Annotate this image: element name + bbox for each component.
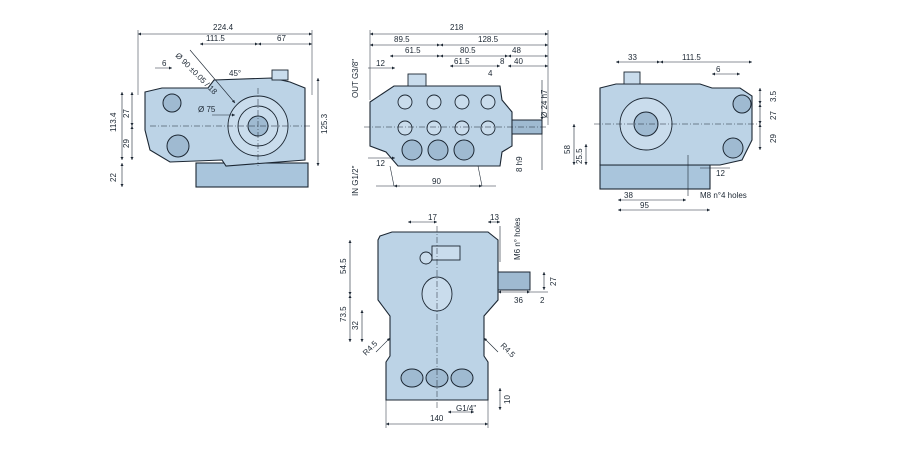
side-bottom-right: 12 (716, 169, 725, 178)
front-width-right: 67 (277, 34, 286, 43)
top-mount-width: 90 (432, 177, 441, 186)
side-h-58: 58 (563, 145, 572, 154)
side-oil-cap (623, 71, 641, 85)
side-right-offset: 6 (716, 65, 721, 74)
bottom-v-10: 10 (503, 395, 512, 404)
top-sub-b: 80.5 (460, 46, 476, 55)
bottom-view: 17 13 M6 n° holes 54.5 73.5 32 R4.5 R4.5… (339, 213, 558, 428)
side-view: 33 111.5 6 3.5 27 29 58 25.5 12 38 95 M8… (563, 53, 778, 212)
side-v-c: 29 (769, 134, 778, 143)
front-base-height: 22 (109, 173, 118, 182)
bottom-top-b: 13 (490, 213, 499, 222)
front-base (195, 162, 309, 188)
front-port-height-a: 27 (122, 109, 131, 118)
top-sub-e: 8 (500, 57, 505, 66)
bottom-h-54-5: 54.5 (339, 258, 348, 274)
bottom-shaft (497, 271, 531, 291)
bottom-plate (431, 245, 461, 261)
bottom-shaft-width: 27 (549, 277, 558, 286)
top-valve-caps (397, 94, 496, 161)
bottom-inlet-ports (400, 368, 474, 388)
top-inlet-label: IN G1/2" (351, 165, 360, 196)
bottom-port: G1/4" (456, 404, 476, 413)
side-right-width: 111.5 (682, 53, 701, 62)
front-shaft-height: 125.3 (320, 113, 329, 134)
side-base (599, 164, 711, 190)
side-top-width: 33 (628, 53, 637, 62)
front-total-height: 113.4 (109, 112, 118, 132)
top-outlet-port (407, 73, 427, 87)
bottom-radius-left: R4.5 (361, 339, 380, 358)
side-b-95: 95 (640, 201, 649, 210)
top-right-part: 128.5 (478, 35, 499, 44)
top-sub-a: 61.5 (405, 46, 421, 55)
front-port-height-b: 29 (122, 139, 131, 148)
top-left-offset: 12 (376, 59, 385, 68)
front-shaft-dia: Ø 75 (198, 105, 216, 114)
front-left-offset: 6 (162, 59, 167, 68)
top-sub-g: 4 (488, 69, 493, 78)
front-view: 224.4 111.5 67 6 Ø 75 45° Ø 90 ±0.05 / 1… (109, 23, 329, 188)
front-overall-width: 224.4 (213, 23, 234, 32)
top-outlet-label: OUT G3/8" (351, 59, 360, 98)
bottom-top-a: 17 (428, 213, 437, 222)
bottom-shaft-off: 2 (540, 296, 545, 305)
front-angle: 45° (229, 69, 241, 78)
front-inlet-port (166, 134, 190, 158)
side-b-38: 38 (624, 191, 633, 200)
front-oil-cap (271, 69, 289, 81)
bottom-plug (419, 251, 433, 265)
bottom-overall-width: 140 (430, 414, 444, 423)
side-inlet-port (722, 137, 744, 159)
bottom-h-73-5: 73.5 (339, 306, 348, 322)
top-view: 218 89.5 128.5 61.5 80.5 48 61.5 8 40 4 … (351, 23, 549, 196)
bottom-h-32: 32 (351, 321, 360, 330)
bottom-radius-right: R4.5 (499, 341, 518, 360)
side-v-b: 27 (769, 111, 778, 120)
side-outlet-port (732, 94, 752, 114)
bottom-shaft-len: 36 (514, 296, 523, 305)
front-width-left: 111.5 (206, 34, 225, 43)
top-left-part: 89.5 (394, 35, 410, 44)
top-sub-c: 48 (512, 46, 521, 55)
top-key-width: 8 h9 (515, 156, 524, 172)
side-holes: M8 n°4 holes (700, 191, 747, 200)
front-outlet-port (162, 93, 182, 113)
top-sub-d: 61.5 (454, 57, 470, 66)
bottom-housing (377, 231, 499, 401)
side-h-25-5: 25.5 (575, 148, 584, 164)
top-overall-width: 218 (450, 23, 464, 32)
top-bottom-offset: 12 (376, 159, 385, 168)
top-sub-f: 40 (514, 57, 523, 66)
top-shaft-dia: Ø 24 h7 (540, 89, 549, 118)
side-v-a: 3.5 (769, 90, 778, 102)
bottom-holes: M6 n° holes (513, 218, 522, 260)
